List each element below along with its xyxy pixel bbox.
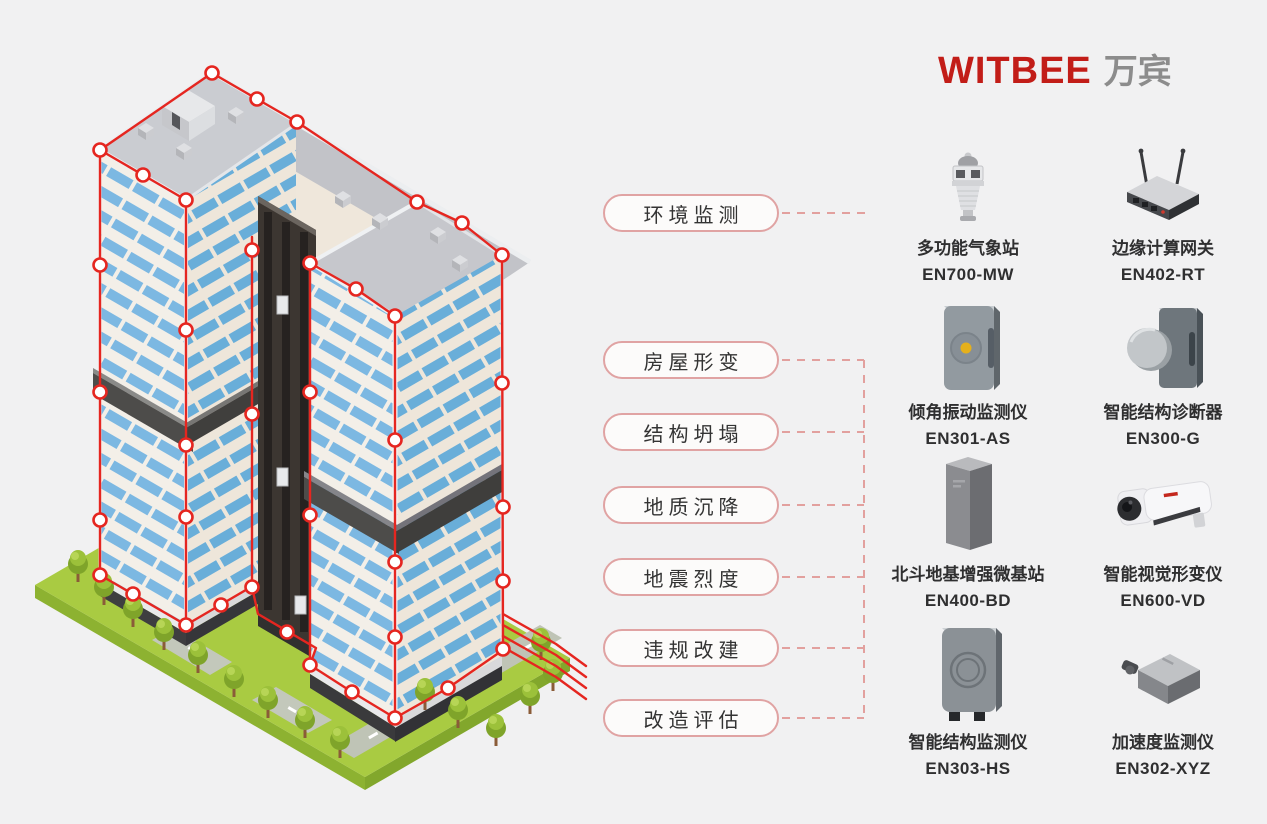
ground-platform — [35, 466, 570, 790]
building-illustration — [35, 65, 588, 790]
product-name: 边缘计算网关 — [1112, 239, 1214, 258]
product-card: 倾角振动监测仪 EN301-AS — [873, 300, 1063, 452]
structure-monitor-icon — [913, 620, 1023, 724]
product-card: 北斗地基增强微基站 EN400-BD — [873, 456, 1063, 614]
product-card: 智能结构监测仪 EN303-HS — [873, 620, 1063, 782]
left-tower — [93, 74, 297, 646]
mid-back-wall — [250, 145, 415, 335]
product-name: 北斗地基增强微基站 — [891, 565, 1045, 584]
product-code: EN300-G — [1125, 429, 1201, 448]
sensor-network-lines — [98, 71, 588, 720]
right-tower — [304, 200, 504, 742]
product-code: EN402-RT — [1120, 265, 1206, 284]
elevator-shaft — [258, 196, 316, 660]
product-code: EN400-BD — [924, 591, 1012, 610]
category-pill-collapse: 结构坍塌 — [603, 413, 779, 451]
product-name: 多功能气象站 — [917, 239, 1019, 258]
category-pill-subsidence: 地质沉降 — [603, 486, 779, 524]
product-card: 边缘计算网关 EN402-RT — [1068, 146, 1258, 288]
brand-name-cn: 万宾 — [1103, 53, 1172, 91]
roof-main — [98, 70, 532, 346]
brand-logo: WITBEE 万宾 — [938, 44, 1172, 93]
accelerometer-icon — [1108, 620, 1218, 724]
product-card: 加速度监测仪 EN302-XYZ — [1068, 620, 1258, 782]
category-pill-seismic: 地震烈度 — [603, 558, 779, 596]
product-code: EN600-VD — [1120, 591, 1206, 610]
vision-camera-icon — [1093, 456, 1233, 556]
rooftop-units — [138, 107, 468, 272]
product-code: EN303-HS — [925, 759, 1011, 778]
product-name: 倾角振动监测仪 — [908, 403, 1028, 422]
product-card: 智能视觉形变仪 EN600-VD — [1068, 456, 1258, 614]
beidou-base-station-icon — [913, 456, 1023, 556]
tilt-vibration-sensor-icon — [913, 300, 1023, 394]
product-name: 智能结构诊断器 — [1103, 403, 1223, 422]
product-code: EN301-AS — [925, 429, 1011, 448]
weather-station-icon — [913, 146, 1023, 230]
product-name: 智能结构监测仪 — [908, 733, 1028, 752]
product-code: EN700-MW — [922, 265, 1014, 284]
category-pill-environment: 环境监测 — [603, 194, 779, 232]
trees — [68, 550, 563, 758]
category-pill-illegal-modification: 违规改建 — [603, 629, 779, 667]
sensor-nodes — [92, 65, 511, 726]
product-code: EN302-XYZ — [1115, 759, 1211, 778]
brand-name: WITBEE — [938, 50, 1092, 92]
product-card: 多功能气象站 EN700-MW — [873, 146, 1063, 288]
edge-gateway-icon — [1103, 146, 1223, 230]
product-card: 智能结构诊断器 EN300-G — [1068, 300, 1258, 452]
category-pill-deformation: 房屋形变 — [603, 341, 779, 379]
structure-diagnostic-icon — [1108, 300, 1218, 394]
product-name: 加速度监测仪 — [1112, 733, 1214, 752]
product-name: 智能视觉形变仪 — [1103, 565, 1223, 584]
category-pill-renovation-assessment: 改造评估 — [603, 699, 779, 737]
